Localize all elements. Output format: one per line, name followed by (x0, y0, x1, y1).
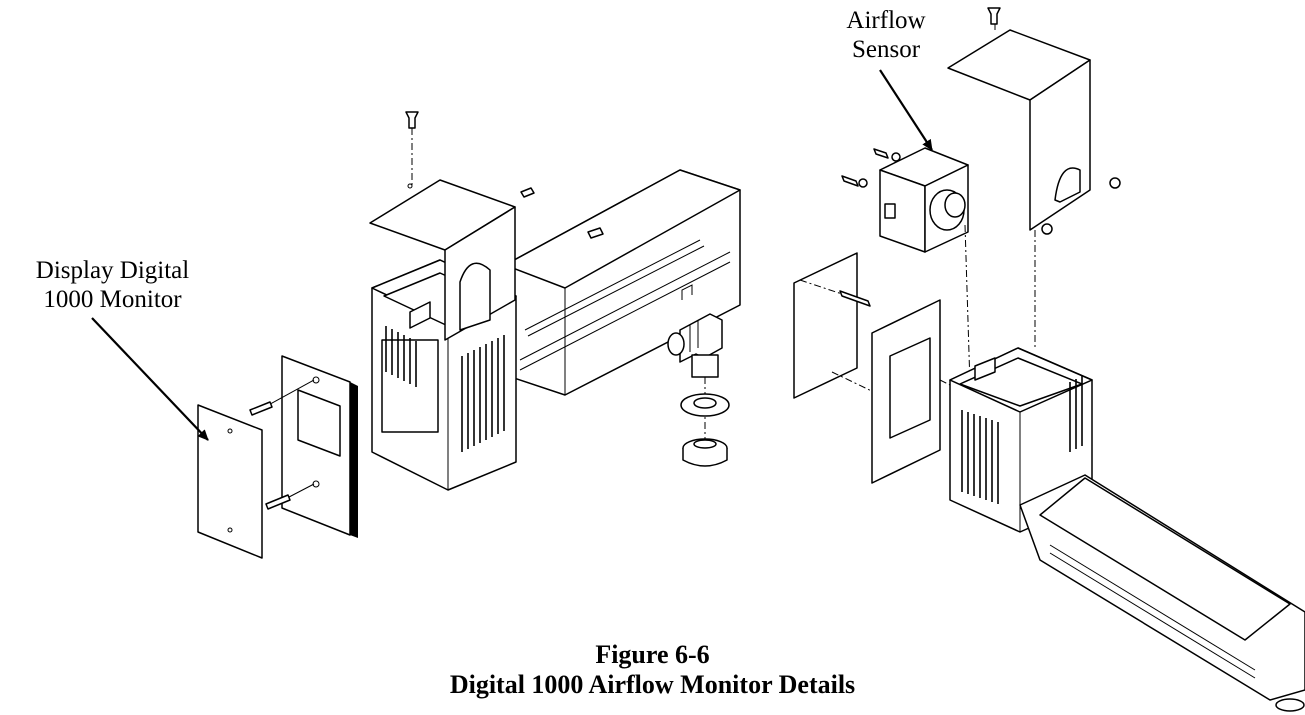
display-monitor-module (249, 355, 358, 538)
left-duct (504, 169, 741, 396)
right-mount-plate (871, 299, 961, 484)
left-top-cover (369, 111, 604, 341)
airflow-sensor (841, 147, 971, 386)
display-monitor-label-line2: 1000 Monitor (43, 286, 182, 313)
left-assembly (197, 111, 741, 559)
display-monitor-label-line1: Display Digital (35, 257, 190, 284)
right-housing (949, 347, 1093, 533)
display-monitor-callout-label: Display Digital 1000 Monitor (0, 256, 225, 314)
right-top-cover (947, 7, 1121, 350)
hose-barb-fitting (667, 313, 723, 440)
right-back-plate (793, 252, 881, 399)
sealing-washer (680, 393, 730, 417)
display-callout-arrow (91, 317, 209, 441)
right-assembly (793, 7, 1305, 712)
airflow-sensor-label-line2: Sensor (851, 36, 921, 63)
display-cover-plate (197, 404, 263, 559)
left-housing-vents (385, 326, 505, 452)
airflow-callout-arrow (879, 69, 933, 151)
lock-nut (682, 438, 728, 467)
figure-title: Digital 1000 Airflow Monitor Details (449, 670, 856, 699)
right-duct (1019, 474, 1305, 712)
airflow-sensor-callout-label: Airflow Sensor (826, 6, 946, 64)
right-housing-vents (961, 376, 1083, 504)
airflow-sensor-label-line1: Airflow (846, 7, 926, 34)
figure-number: Figure 6-6 (595, 640, 710, 669)
